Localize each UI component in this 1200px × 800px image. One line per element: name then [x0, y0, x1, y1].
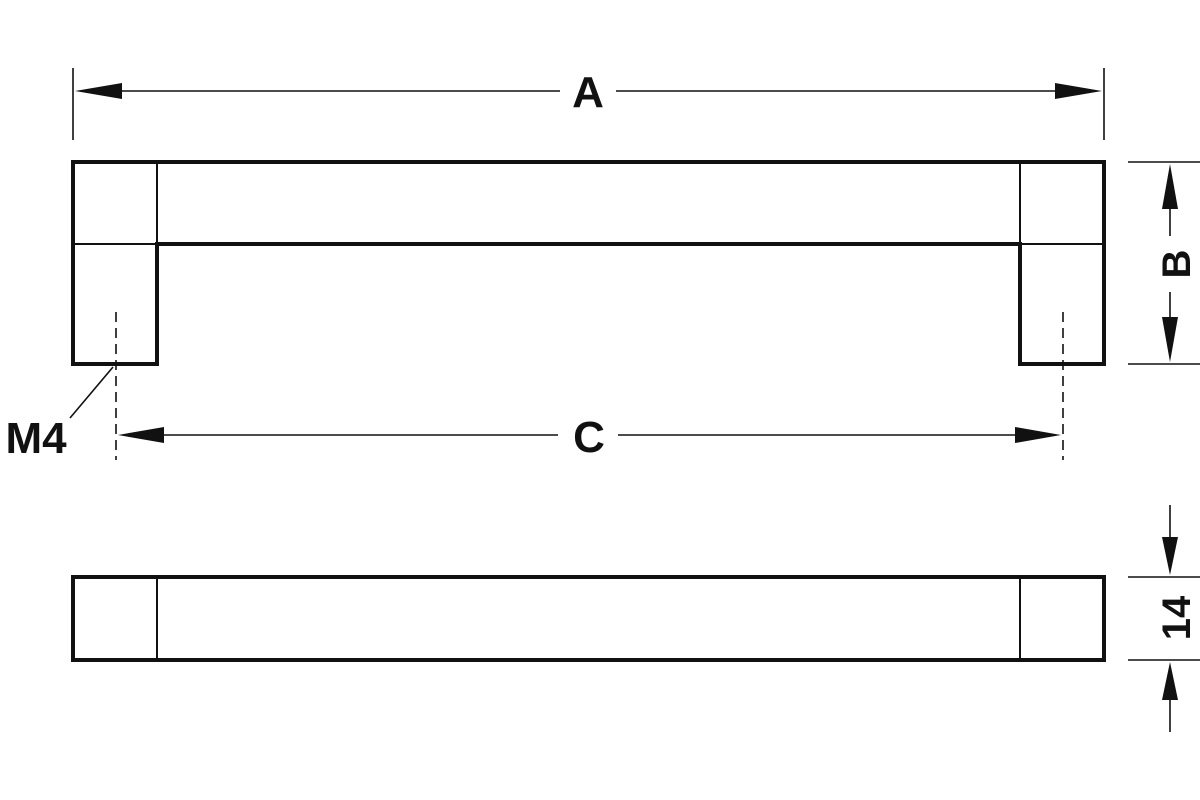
dimension-label-thickness: 14: [1155, 595, 1199, 640]
arrowhead-right: [1015, 427, 1061, 443]
handle-bar-outline: [71, 575, 1106, 662]
arrowhead-top: [1162, 164, 1178, 209]
dimension-label-c: C: [573, 413, 605, 462]
handle-top-view: [71, 575, 1106, 662]
dimension-a: A: [72, 68, 1105, 140]
arrowhead-left: [118, 427, 164, 443]
arrowhead-bottom: [1162, 317, 1178, 362]
handle-outline: [71, 160, 1106, 366]
dimension-c: C: [118, 413, 1061, 462]
arrowhead-left: [75, 83, 122, 99]
leader-line: [69, 366, 114, 419]
dimension-thickness: 14: [1128, 505, 1200, 732]
arrowhead-top: [1162, 537, 1178, 575]
dimension-label-a: A: [572, 68, 604, 117]
thread-label: M4: [5, 414, 67, 463]
dimension-label-b: B: [1155, 250, 1199, 279]
arrowhead-right: [1055, 83, 1102, 99]
thread-callout: M4: [5, 366, 114, 463]
arrowhead-bottom: [1162, 662, 1178, 700]
handle-front-view: [71, 160, 1106, 460]
dimension-b: B: [1128, 161, 1200, 365]
